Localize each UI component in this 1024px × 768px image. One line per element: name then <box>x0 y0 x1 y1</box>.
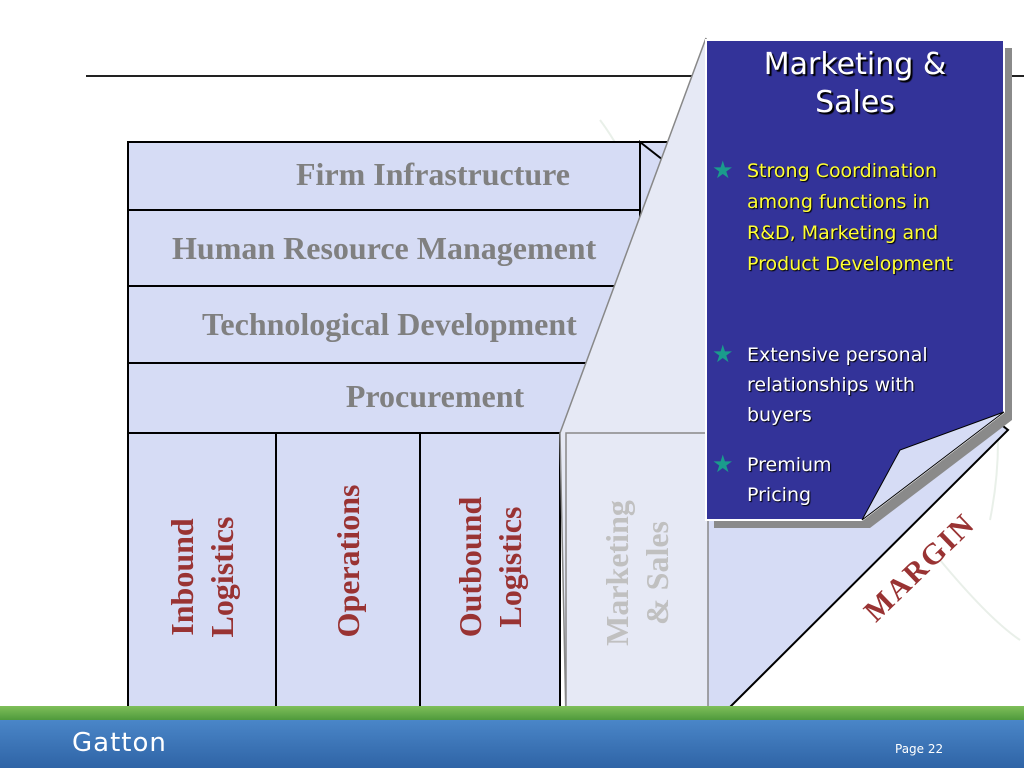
bullet-1-line-4: Product Development <box>747 253 954 275</box>
primary-col-operations <box>275 432 421 722</box>
footer-bar <box>0 720 1024 768</box>
support-row-tech-dev <box>127 285 669 364</box>
callout-title: Marketing & Sales <box>706 46 1004 122</box>
inbound-line-2: Logistics <box>204 516 240 638</box>
tech-clip: Technological Development <box>128 302 596 348</box>
callout-title-line-1: Marketing & <box>763 47 947 82</box>
support-label-hrm: Human Resource Management <box>172 230 597 266</box>
bullet-1-line-2: among functions in <box>747 191 930 213</box>
footer-brand: Gatton <box>72 728 167 758</box>
callout-title-line-2: Sales <box>815 85 895 120</box>
primary-col-inbound <box>127 432 277 722</box>
bullet-2-line-3: buyers <box>747 404 812 426</box>
marketing-line-1: Marketing <box>599 500 635 646</box>
bullet-2-line-2: relationships with <box>747 374 915 396</box>
bullet-1-line-3: R&D, Marketing and <box>747 222 939 244</box>
star-icon: ★ <box>712 156 734 184</box>
callout-bullet-2: ★ Extensive personal relationships with … <box>712 340 1002 430</box>
bullet-2-line-1: Extensive personal <box>747 344 928 366</box>
bullet-3-line-1: Premium <box>747 454 832 476</box>
primary-col-marketing <box>565 432 709 722</box>
support-label-procurement: Procurement <box>345 378 525 414</box>
star-icon: ★ <box>712 450 734 478</box>
primary-label-operations: Operations <box>276 433 420 721</box>
callout-bullet-3: ★ Premium Pricing <box>712 450 892 510</box>
support-label-tech-dev: Technological Development <box>202 306 577 342</box>
outbound-line-2: Logistics <box>492 506 528 628</box>
support-label-firm-infrastructure: Firm Infrastructure <box>296 156 570 192</box>
hrm-clip: Human Resource Management <box>128 226 624 272</box>
footer-green-stripe <box>0 706 1024 720</box>
operations-line-1: Operations <box>330 484 366 638</box>
page-number: Page 22 <box>895 742 944 756</box>
callout-fold <box>861 411 1005 521</box>
bullet-1-line-1: Strong Coordination <box>747 160 938 182</box>
marketing-line-2: & Sales <box>639 521 675 625</box>
callout-bullet-1: ★ Strong Coordination among functions in… <box>712 156 1002 280</box>
support-row-firm-infrastructure <box>127 141 669 211</box>
bullet-3-line-2: Pricing <box>747 484 812 506</box>
star-icon: ★ <box>712 340 734 368</box>
primary-label-marketing: Marketing & Sales <box>566 433 708 721</box>
inbound-line-1: Inbound <box>164 518 200 636</box>
primary-label-inbound: Inbound Logistics <box>128 433 276 721</box>
outbound-line-1: Outbound <box>452 496 488 638</box>
primary-col-outbound <box>419 432 561 722</box>
primary-label-outbound: Outbound Logistics <box>420 433 560 721</box>
